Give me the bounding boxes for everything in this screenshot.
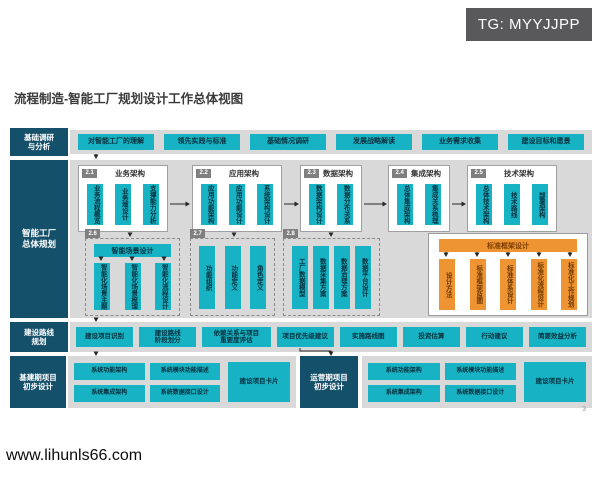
- arch-bar: 业务域设计: [115, 184, 131, 225]
- group-number: 2.3: [304, 168, 320, 178]
- research-band: 对智能工厂的理解 领先实践与标准 基础情况调研 发展战略解读 业务需求收集 建设…: [70, 130, 592, 154]
- standards-bar: 标准框架蓝图: [469, 259, 486, 310]
- standards-bar: 标准化工作规划: [561, 259, 577, 310]
- watermark-url: www.lihunls66.com: [6, 447, 143, 464]
- research-item: 发展战略解读: [336, 134, 412, 150]
- scenario-header: 智能场景设计: [94, 244, 171, 257]
- research-item: 业务需求收集: [422, 134, 498, 150]
- group-number: 2.1: [82, 168, 98, 178]
- data-bar: 数据平台设计: [355, 246, 371, 309]
- standards-bar: 标准体系设计: [500, 259, 516, 310]
- data-bar: 数据治理方案: [334, 246, 350, 309]
- group-number: 2.5: [471, 168, 487, 178]
- function-design-group: 2.7 功能组织 功能定义 角色定义: [190, 229, 275, 316]
- tg-badge: TG: MYYJJPP: [465, 8, 592, 41]
- arch-bar: 数据架构设计: [309, 184, 325, 225]
- group-number: 2.7: [190, 229, 206, 238]
- arch-bar: 支撑能力分析: [143, 184, 159, 225]
- roadmap-item: 简要效益分析: [528, 327, 587, 347]
- design-item: 系统数据接口设计: [149, 384, 220, 402]
- scenario-design-group: 2.6 智能场景设计 智能化场景主题 智能化场景梳理 智能化流程设计: [85, 229, 180, 316]
- group-title: 业务架构: [115, 169, 145, 178]
- arch-bar: 应用功能设计: [229, 184, 245, 225]
- arch-bar: 总体集成架构: [397, 184, 413, 225]
- design-item: 系统模块功能描述: [149, 362, 220, 380]
- arch-bar: 部署架构: [532, 184, 548, 225]
- overall-view-diagram: 基础调研与分析 对智能工厂的理解 领先实践与标准 基础情况调研 发展战略解读 业…: [10, 126, 592, 410]
- roadmap-item: 实施路线图: [339, 327, 397, 347]
- group-number: 2.6: [85, 229, 101, 238]
- group-number: 2.8: [283, 229, 299, 238]
- group-number: 2.4: [392, 168, 408, 178]
- design-item: 系统功能架构: [368, 362, 440, 380]
- row-label-planning: 智能工厂总体规划: [10, 160, 68, 318]
- data-design-group: 2.8 工厂数据模型 数据采集方案 数据治理方案 数据平台设计: [283, 229, 380, 316]
- arch-bar: 总体技术架构: [476, 184, 492, 225]
- group-title: 集成架构: [411, 169, 441, 178]
- research-item: 建设目标和愿景: [508, 134, 584, 150]
- scenario-bar: 智能化场景梳理: [124, 263, 141, 310]
- function-bar: 角色定义: [250, 246, 266, 309]
- arch-group-technology: 2.5 技术架构 总体技术架构 技术路线 部署架构: [467, 165, 557, 232]
- scenario-bar: 智能化场景主题: [94, 263, 110, 310]
- group-number: 2.2: [196, 168, 212, 178]
- arch-bar: 技术路线: [504, 184, 520, 225]
- row-label-design-basic: 基建期项目初步设计: [10, 356, 66, 408]
- page-number: 3: [582, 406, 586, 413]
- roadmap-item: 项目优先级建议: [276, 327, 334, 347]
- arch-bar: 系统架构设计: [257, 184, 273, 225]
- page-title: 流程制造-智能工厂规划设计工作总体视图: [14, 92, 244, 106]
- group-title: 数据架构: [323, 169, 353, 178]
- function-bar: 功能定义: [224, 246, 241, 309]
- project-card: 建设项目卡片: [524, 362, 586, 402]
- arch-bar: 业务流程概览: [87, 184, 103, 225]
- arch-bar: 数据分布关系: [337, 184, 353, 225]
- scenario-bar: 智能化流程设计: [155, 263, 171, 310]
- arch-bar: 集成关系梳理: [425, 184, 441, 225]
- design-item: 系统集成架构: [368, 384, 440, 402]
- standards-bar: 设计方法: [439, 259, 455, 310]
- arch-group-application: 2.2 应用架构 应用功能架构 应用功能设计 系统架构设计: [192, 165, 282, 232]
- group-title: 应用架构: [229, 169, 259, 178]
- research-item: 基础情况调研: [250, 134, 326, 150]
- data-bar: 工厂数据模型: [292, 246, 308, 309]
- research-item: 领先实践与标准: [164, 134, 240, 150]
- function-bar: 功能组织: [199, 246, 215, 309]
- roadmap-band: 建设项目识别 建设路线阶段划分 依赖关系与项目重要度评估 项目优先级建议 实施路…: [70, 322, 592, 352]
- roadmap-item: 建设项目识别: [76, 327, 134, 347]
- arch-group-business: 2.1 业务架构 业务流程概览 业务域设计 支撑能力分析: [78, 165, 168, 232]
- design-item: 系统功能架构: [74, 362, 145, 380]
- standards-bar: 标准化流程设计: [530, 259, 547, 310]
- standards-group: 标准框架设计 设计方法 标准框架蓝图 标准体系设计 标准化流程设计 标准化工作规…: [428, 233, 588, 316]
- row-label-design-ops: 运营期项目初步设计: [300, 356, 358, 408]
- row-label-roadmap: 建设路线规划: [10, 322, 68, 352]
- design-item: 系统数据接口设计: [444, 384, 516, 402]
- roadmap-item: 行动建议: [465, 327, 523, 347]
- design-item: 系统集成架构: [74, 384, 145, 402]
- project-card: 建设项目卡片: [228, 362, 290, 402]
- design-basic-panel: 系统功能架构 系统模块功能描述 系统集成架构 系统数据接口设计 建设项目卡片: [68, 356, 296, 408]
- design-ops-panel: 系统功能架构 系统模块功能描述 系统集成架构 系统数据接口设计 建设项目卡片: [362, 356, 592, 408]
- roadmap-item: 依赖关系与项目重要度评估: [202, 327, 271, 347]
- data-bar: 数据采集方案: [313, 246, 329, 309]
- arch-bar: 应用功能架构: [201, 184, 217, 225]
- roadmap-item: 投资估算: [402, 327, 460, 347]
- row-label-research: 基础调研与分析: [10, 128, 68, 156]
- standards-header: 标准框架设计: [439, 239, 577, 252]
- roadmap-item: 建设路线阶段划分: [139, 327, 197, 347]
- research-item: 对智能工厂的理解: [78, 134, 154, 150]
- design-item: 系统模块功能描述: [444, 362, 516, 380]
- group-title: 技术架构: [504, 169, 534, 178]
